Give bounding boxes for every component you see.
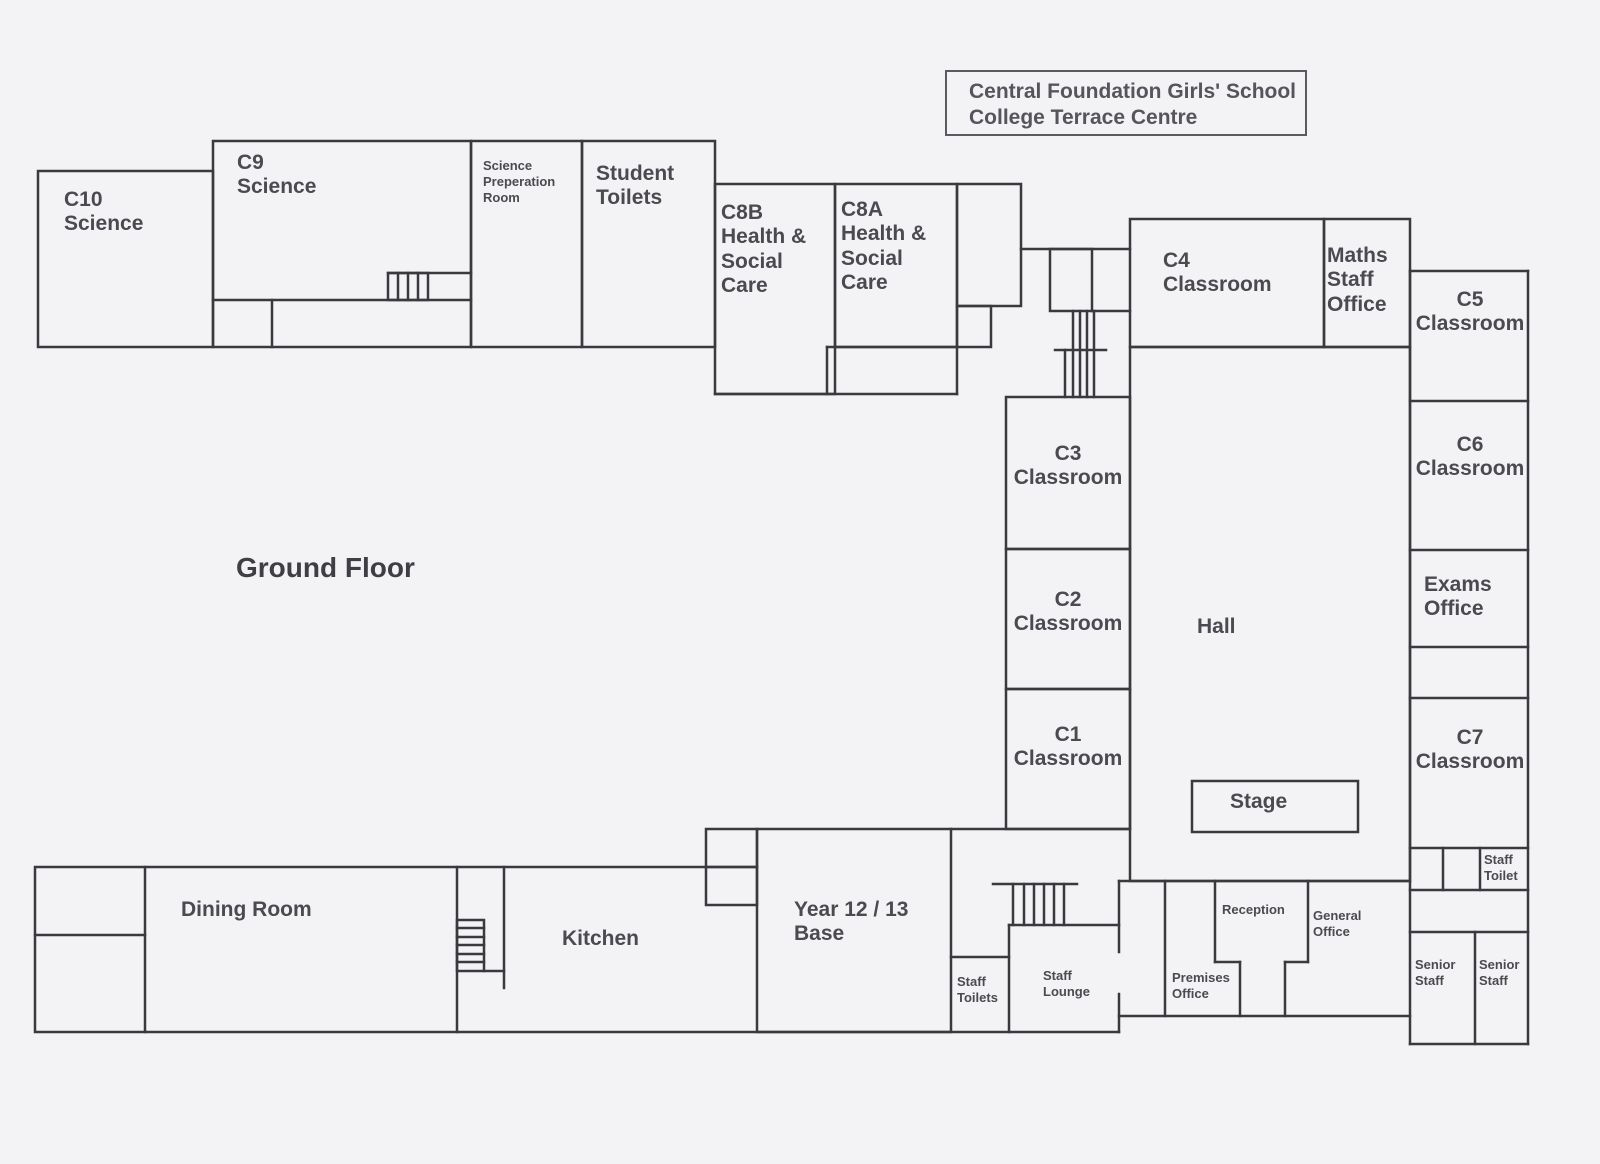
room-general-office[interactable]: General Office bbox=[1313, 908, 1362, 939]
room-exams-office[interactable]: Exams Office bbox=[1424, 573, 1492, 621]
school-title-box: Central Foundation Girls' School College… bbox=[945, 70, 1307, 136]
room-science-prep[interactable]: Science Preperation Room bbox=[483, 158, 556, 205]
room-stage[interactable]: Stage bbox=[1230, 790, 1288, 813]
room-dining-room[interactable]: Dining Room bbox=[181, 898, 312, 921]
room-c7[interactable]: C7 Classroom bbox=[1415, 726, 1525, 774]
room-kitchen[interactable]: Kitchen bbox=[562, 927, 640, 950]
room-premises-office[interactable]: Premises Office bbox=[1172, 970, 1230, 1001]
room-staff-lounge[interactable]: Staff Lounge bbox=[1043, 968, 1090, 999]
floor-title: Ground Floor bbox=[236, 552, 415, 583]
room-senior-staff-1[interactable]: Senior Staff bbox=[1415, 957, 1456, 988]
school-name: Central Foundation Girls' School bbox=[969, 80, 1297, 103]
room-c10[interactable]: C10 Science bbox=[64, 188, 144, 236]
room-c2[interactable]: C2 Classroom bbox=[1013, 588, 1123, 636]
room-student-toilets[interactable]: Student Toilets bbox=[596, 162, 675, 210]
room-staff-toilet[interactable]: Staff Toilet bbox=[1484, 852, 1518, 883]
room-c5[interactable]: C5 Classroom bbox=[1415, 288, 1525, 336]
room-senior-staff-2[interactable]: Senior Staff bbox=[1479, 957, 1520, 988]
room-reception[interactable]: Reception bbox=[1222, 902, 1285, 917]
room-c8b[interactable]: C8B Health & Social Care bbox=[721, 201, 807, 298]
room-outline-stage bbox=[1190, 779, 1360, 834]
room-maths-staff-office[interactable]: Maths Staff Office bbox=[1327, 244, 1388, 316]
room-c6[interactable]: C6 Classroom bbox=[1415, 433, 1525, 481]
room-c9[interactable]: C9 Science bbox=[237, 151, 317, 199]
room-c3[interactable]: C3 Classroom bbox=[1013, 442, 1123, 490]
room-year-12-13-base[interactable]: Year 12 / 13 Base bbox=[794, 898, 909, 946]
room-c1[interactable]: C1 Classroom bbox=[1013, 723, 1123, 771]
room-staff-toilets[interactable]: Staff Toilets bbox=[957, 974, 998, 1005]
room-hall[interactable]: Hall bbox=[1197, 615, 1236, 638]
room-c8a[interactable]: C8A Health & Social Care bbox=[841, 198, 927, 295]
room-c4[interactable]: C4 Classroom bbox=[1163, 249, 1272, 297]
centre-name: College Terrace Centre bbox=[969, 106, 1198, 129]
